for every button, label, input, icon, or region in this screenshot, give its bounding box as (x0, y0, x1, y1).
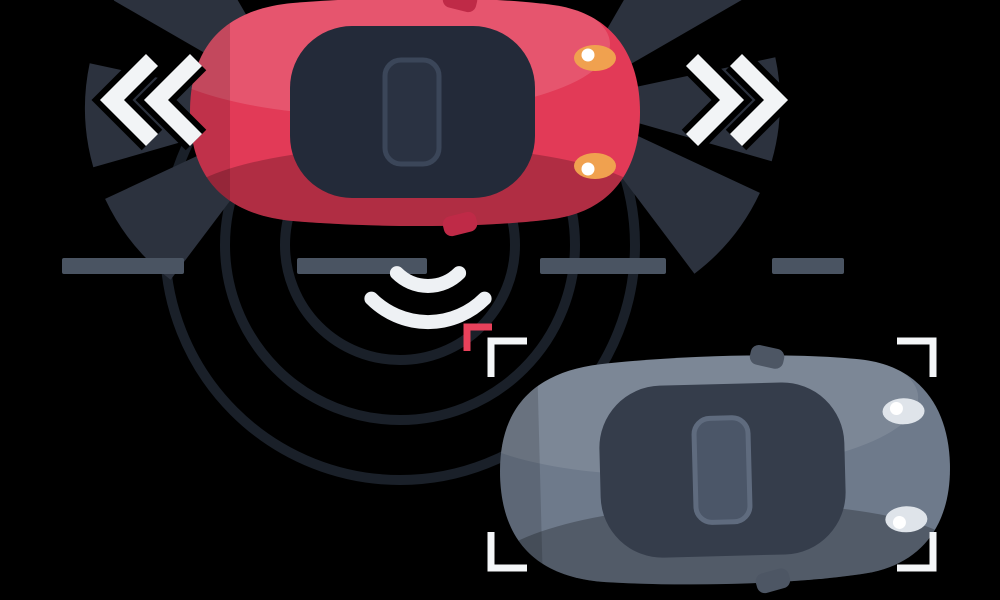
target-corner-red-icon (463, 323, 492, 351)
chevron-double-left-icon (91, 49, 207, 151)
car-mirror (749, 344, 785, 369)
chevron-stroke (685, 53, 745, 147)
lane-dash (297, 258, 427, 274)
car-headlight (574, 45, 616, 71)
sensor-fan-blade (565, 0, 742, 102)
sonar-wave-icon (364, 266, 492, 329)
chevron-stroke (99, 53, 159, 147)
car-headlight-dot (581, 162, 595, 176)
car-headlight (574, 153, 616, 179)
lane-dash (62, 258, 184, 274)
lane-dash (540, 258, 666, 274)
chevron-stroke (729, 53, 789, 147)
car-body-shade (497, 503, 953, 590)
car-mirror (442, 211, 478, 237)
detection-frame-corner (897, 532, 937, 572)
sonar-arc-inner (389, 266, 467, 293)
chevron-double-right-icon (681, 49, 797, 151)
car-sunroof (691, 415, 753, 525)
car-mirror (755, 568, 791, 594)
detection-frame-corner (487, 532, 527, 572)
car-headlight-dot (581, 48, 595, 62)
chevron-stroke (143, 53, 203, 147)
car-body-shade (190, 146, 640, 227)
car-headlight-dot (892, 515, 906, 529)
car-headlight-dot (889, 401, 903, 415)
car-mirror (442, 0, 478, 13)
detection-frame-corner-icon (487, 337, 937, 572)
detection-frame-corner (487, 337, 527, 377)
sonar-arc-outer (364, 291, 492, 329)
car-sunroof (382, 57, 442, 167)
detection-frame-corner (897, 337, 937, 377)
lane-dash (772, 258, 844, 274)
